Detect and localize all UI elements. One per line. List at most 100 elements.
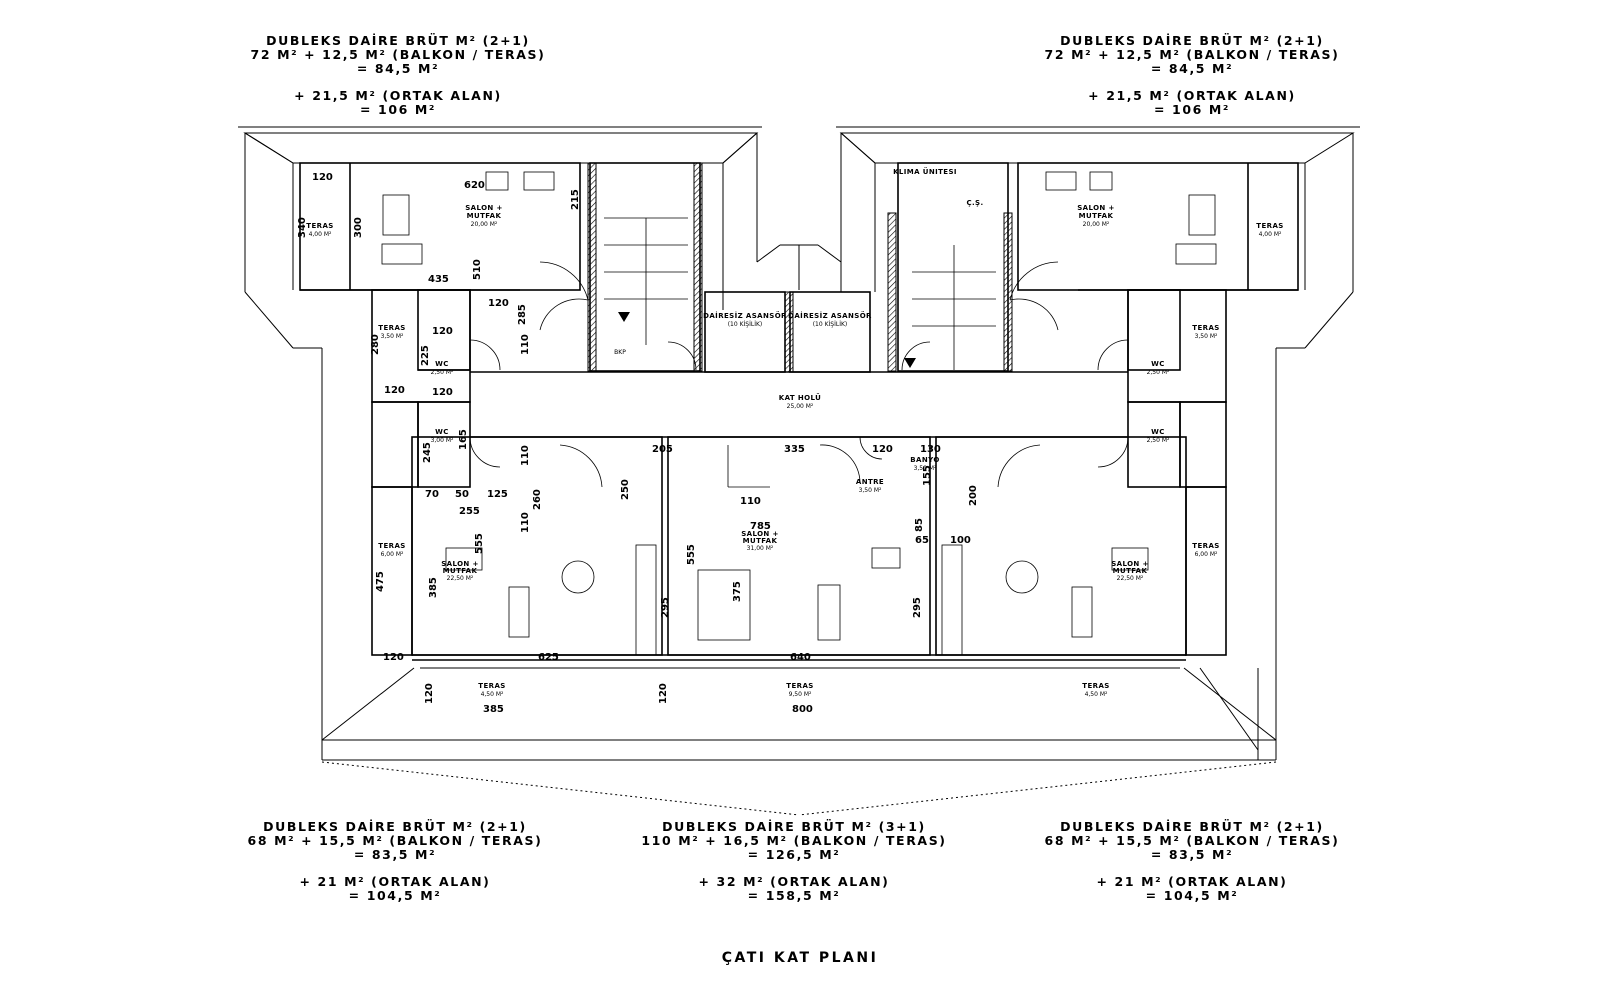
dim-label: 110 (740, 496, 761, 507)
room-label-teras-bl-side: TERAS (378, 542, 405, 550)
room-area-antre: 3,50 M² (859, 487, 882, 494)
room-area-teras-bottom-m: 9,50 M² (789, 691, 812, 698)
room-label-teras-bottom-l: TERAS (478, 682, 505, 690)
dim-label: 800 (792, 704, 813, 715)
room-label-teras-tl: TERAS (306, 222, 333, 230)
room-area-salon-mid: 31,00 M² (747, 545, 774, 552)
room-label-salon-top-left-2: MUTFAK (467, 212, 502, 220)
dim-label: 625 (538, 652, 559, 663)
dim-label: 255 (459, 506, 480, 517)
dim-label: 280 (370, 334, 381, 355)
dim-label: 200 (968, 485, 979, 506)
room-label-salon-top-right: SALON + (1077, 204, 1115, 212)
room-area-salon-top-right: 20,00 M² (1083, 221, 1110, 228)
dim-label: 120 (312, 172, 333, 183)
furniture (381, 171, 1217, 656)
room-label-salon-br-2: MUTFAK (1113, 567, 1148, 575)
dim-label: 555 (686, 544, 697, 565)
unit-grand-total: = 106 M² (1154, 102, 1230, 117)
unit-grand-total: = 158,5 M² (747, 888, 841, 903)
dim-label: 295 (660, 597, 671, 618)
dim-label: 475 (375, 571, 386, 592)
dim-label: 640 (790, 652, 811, 663)
room-label-banyo: BANYO (910, 456, 939, 464)
room-area-teras-tr: 4,00 M² (1259, 231, 1282, 238)
room-label-teras-bottom-m: TERAS (786, 682, 813, 690)
room-label-salon-bl: SALON + (441, 560, 479, 568)
room-label-bkp: BKP (614, 349, 626, 356)
room-label-salon-top-right-2: MUTFAK (1079, 212, 1114, 220)
room-label-salon-br: SALON + (1111, 560, 1149, 568)
dim-label: 205 (652, 444, 673, 455)
dim-label: 435 (428, 274, 449, 285)
dim-label: 340 (297, 217, 308, 238)
room-area-teras-bl-side: 6,00 M² (381, 551, 404, 558)
room-area-teras-br-side: 6,00 M² (1195, 551, 1218, 558)
dim-label: 120 (488, 298, 509, 309)
dim-label: 70 (425, 489, 439, 500)
unit-area-total: = 84,5 M² (1150, 61, 1234, 76)
room-area-banyo: 3,50 M² (914, 465, 937, 472)
dim-label: 85 (914, 518, 925, 532)
room-area-wc-l2: 3,00 M² (431, 437, 454, 444)
room-label-wc-l2: WC (435, 428, 449, 436)
dim-label: 120 (658, 683, 669, 704)
room-area-teras-bottom-r: 4,50 M² (1085, 691, 1108, 698)
room-label-teras-bottom-r: TERAS (1082, 682, 1109, 690)
room-label-elevator-1: DAİRESİZ ASANSÖR (703, 311, 787, 320)
room-label-teras-br-side: TERAS (1192, 542, 1219, 550)
room-area-teras-tl: 4,00 M² (309, 231, 332, 238)
unit-grand-total: = 106 M² (360, 102, 436, 117)
unit-area-total: = 84,5 M² (356, 61, 440, 76)
room-label-wc-r2: WC (1151, 428, 1165, 436)
dim-label: 295 (912, 597, 923, 618)
dim-label: 385 (483, 704, 504, 715)
room-area-salon-top-left: 20,00 M² (471, 221, 498, 228)
unit-area-line: 110 M² + 16,5 M² (BALKON / TERAS) (641, 833, 947, 848)
room-area-kat-holu: 25,00 M² (787, 403, 814, 410)
unit-common-area: + 32 M² (ORTAK ALAN) (698, 874, 890, 889)
unit-title: DUBLEKS DAİRE BRÜT M² (2+1) (1060, 819, 1324, 834)
unit-common-area: + 21 M² (ORTAK ALAN) (1096, 874, 1288, 889)
unit-grand-total: = 104,5 M² (1145, 888, 1239, 903)
dim-label: 120 (432, 387, 453, 398)
dim-label: 250 (620, 479, 631, 500)
dim-label: 245 (422, 442, 433, 463)
unit-title: DUBLEKS DAİRE BRÜT M² (2+1) (266, 33, 530, 48)
dim-label: 620 (464, 180, 485, 191)
dim-label: 335 (784, 444, 805, 455)
dim-label: 110 (520, 445, 531, 466)
room-label-salon-bl-2: MUTFAK (443, 567, 478, 575)
room-label-elevator-2: DAİRESİZ ASANSÖR (788, 311, 872, 320)
dim-label: 300 (353, 217, 364, 238)
room-labels: KLIMA ÜNITESI Ç.Ş. SALON + MUTFAK 20,00 … (306, 167, 1283, 698)
room-area-wc-r1: 2,50 M² (1147, 369, 1170, 376)
stair-arrow-icons (618, 312, 916, 368)
room-label-wc-l1: WC (435, 360, 449, 368)
room-area-teras-ml: 3,50 M² (381, 333, 404, 340)
dim-label: 510 (472, 259, 483, 280)
unit-area-total: = 83,5 M² (353, 847, 437, 862)
dim-label: 120 (383, 652, 404, 663)
unit-grand-total: = 104,5 M² (348, 888, 442, 903)
room-label-teras-mr: TERAS (1192, 324, 1219, 332)
unit-common-area: + 21,5 M² (ORTAK ALAN) (294, 88, 502, 103)
dim-label: 125 (487, 489, 508, 500)
unit-summary-bottom-right: DUBLEKS DAİRE BRÜT M² (2+1) 68 M² + 15,5… (1032, 820, 1352, 903)
dimension-labels: 120 620 215 340 300 435 510 120 285 110 … (297, 172, 979, 715)
unit-summary-top-left: DUBLEKS DAİRE BRÜT M² (2+1) 72 M² + 12,5… (238, 34, 558, 117)
dim-label: 100 (950, 535, 971, 546)
walls (299, 162, 1299, 661)
room-label-kat-holu: KAT HOLÜ (779, 393, 821, 402)
unit-common-area: + 21 M² (ORTAK ALAN) (299, 874, 491, 889)
room-label-teras-ml: TERAS (378, 324, 405, 332)
dotted-guide (321, 761, 1277, 816)
dim-label: 165 (458, 429, 469, 450)
dim-label: 375 (732, 581, 743, 602)
dim-label: 120 (384, 385, 405, 396)
dim-label: 225 (420, 345, 431, 366)
unit-area-total: = 83,5 M² (1150, 847, 1234, 862)
unit-area-line: 72 M² + 12,5 M² (BALKON / TERAS) (250, 47, 546, 62)
dim-label: 285 (517, 304, 528, 325)
